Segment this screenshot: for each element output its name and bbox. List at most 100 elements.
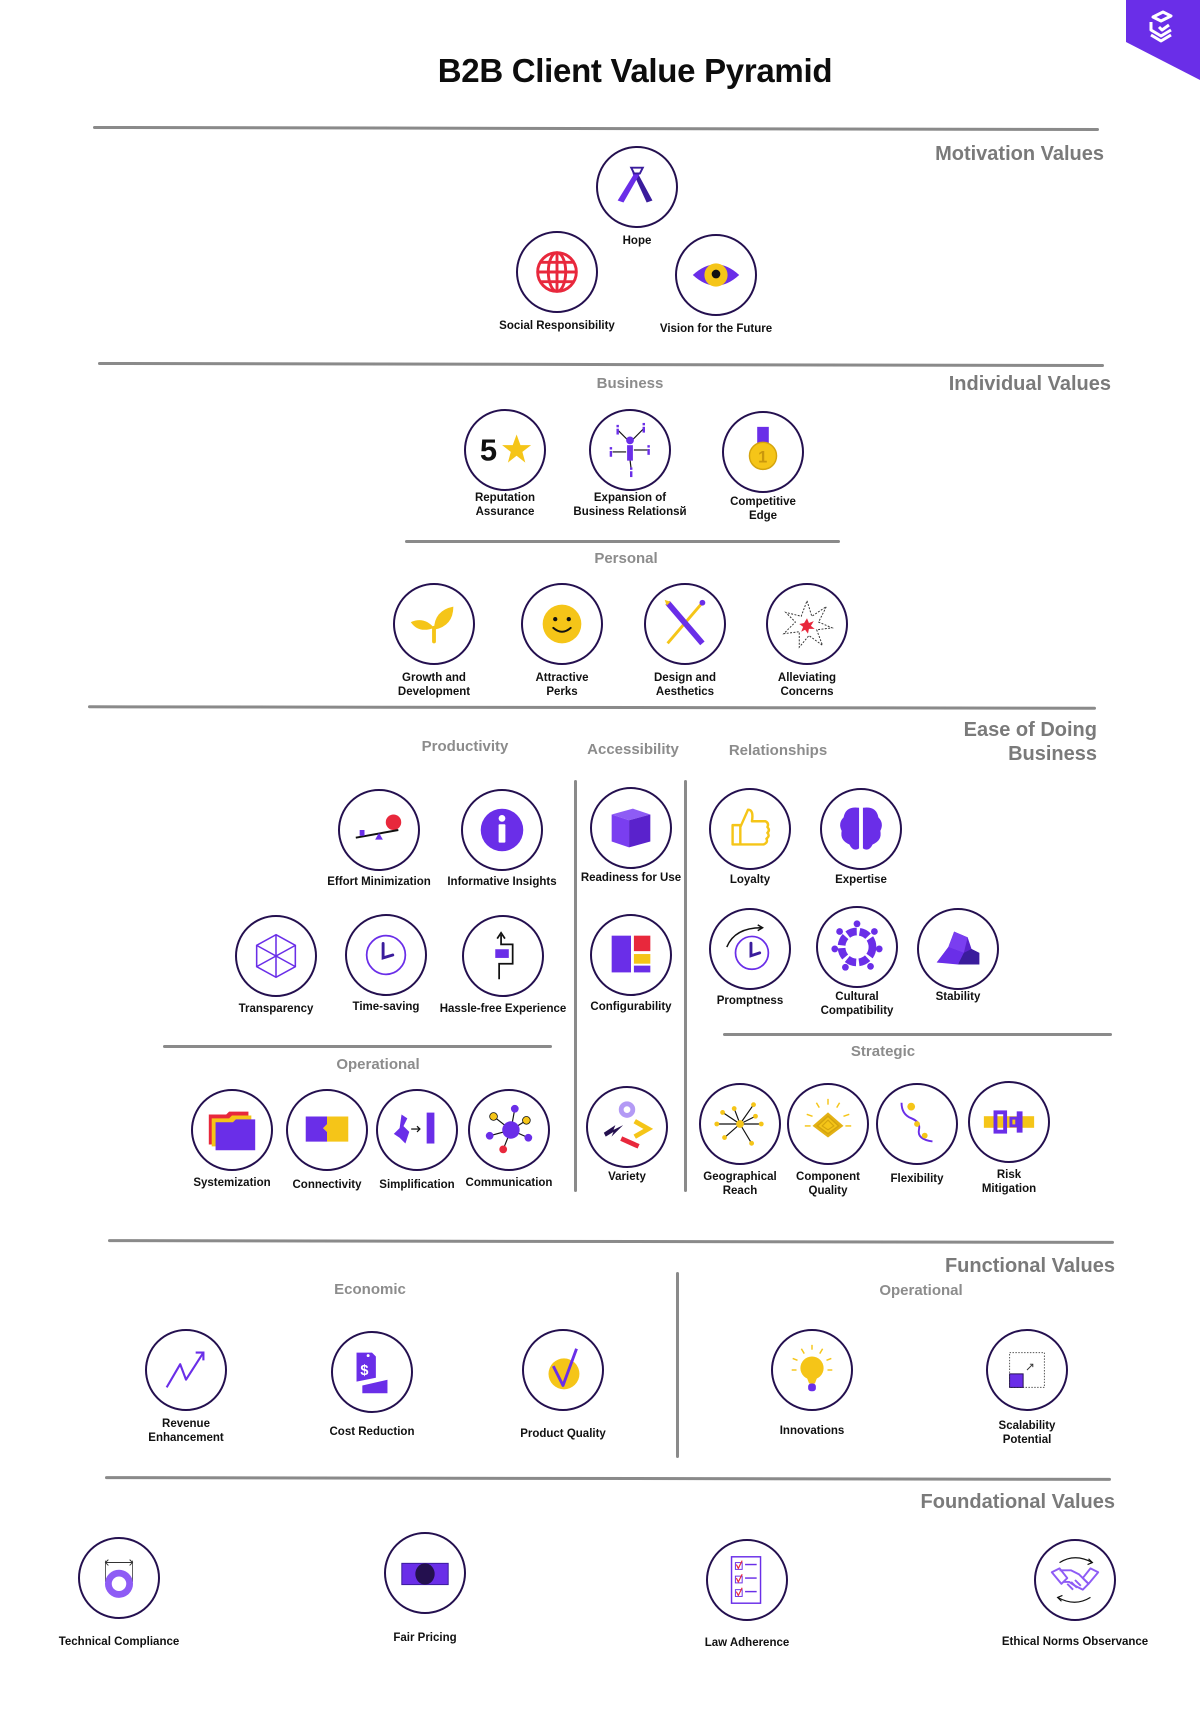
value-label: Time-saving — [352, 1001, 420, 1013]
clock-arrow-icon — [726, 924, 770, 971]
icon-circle — [286, 1089, 368, 1171]
ribbon-icon — [617, 166, 653, 203]
icon-circle — [521, 583, 603, 665]
icon-circle — [589, 409, 671, 491]
radial-points-icon — [714, 1102, 764, 1146]
icon-circle — [820, 788, 902, 870]
value-label: Expertise — [835, 874, 887, 886]
value-label: Competitive Edge — [730, 496, 796, 522]
wavy-line-icon — [900, 1102, 933, 1143]
box-icon — [611, 808, 651, 848]
section-title-ease: Ease of Doing Business — [963, 719, 1097, 765]
divider-individual — [97, 361, 1105, 368]
value-label: Effort Minimization — [327, 876, 431, 888]
value-label: Attractive Perks — [535, 672, 589, 698]
icon-circle — [709, 908, 791, 990]
burst-icon — [782, 599, 834, 649]
value-label: Growth and Development — [397, 672, 471, 698]
sprout-icon — [410, 606, 454, 644]
icon-circle — [462, 915, 544, 997]
value-label: Hope — [622, 235, 652, 247]
icon-circle — [145, 1329, 227, 1411]
page-title: B2B Client Value Pyramid — [437, 52, 833, 89]
value-label: Loyalty — [729, 874, 771, 886]
icon-circle — [986, 1329, 1068, 1411]
five-star-icon: 5 — [480, 433, 532, 468]
value-label: Variety — [608, 1171, 646, 1183]
value-label: Hassle-free Experience — [439, 1003, 567, 1015]
icon-circle — [968, 1081, 1050, 1163]
layout-blocks-icon — [611, 935, 651, 973]
icon-circle — [1034, 1539, 1116, 1621]
value-label: Design and Aesthetics — [654, 672, 716, 698]
icon-circle: $ — [331, 1331, 413, 1413]
section-title-motivation: Motivation Values — [935, 143, 1104, 165]
icon-circle — [766, 583, 848, 665]
value-label: Product Quality — [520, 1428, 606, 1440]
divider-ease — [87, 705, 1097, 710]
icon-circle — [516, 231, 598, 313]
icon-circle — [675, 234, 757, 316]
subsection-title-personal: Personal — [594, 550, 658, 567]
value-label: Risk Mitigation — [981, 1169, 1037, 1195]
wireframe-cube-icon — [255, 933, 297, 979]
icon-circle — [917, 908, 999, 990]
divider-strategic — [723, 1033, 1112, 1036]
value-label: Simplification — [379, 1179, 455, 1191]
icon-circle — [590, 787, 672, 869]
value-label: Technical Compliance — [58, 1636, 180, 1648]
subsection-title-productivity: Productivity — [421, 738, 509, 755]
puzzle-blocks-icon — [305, 1116, 349, 1142]
value-label: Communication — [465, 1177, 553, 1189]
value-label: Cost Reduction — [329, 1426, 415, 1438]
rock-icon — [936, 931, 980, 965]
value-label: Reputation Assurance — [474, 492, 536, 518]
scale-box-icon — [1009, 1352, 1045, 1388]
checklist-icon — [730, 1556, 762, 1604]
value-label: Component Quality — [796, 1171, 860, 1197]
icon-circle — [876, 1083, 958, 1165]
subsection-title-business: Business — [596, 375, 664, 392]
trend-up-icon — [165, 1351, 205, 1388]
icon-circle — [644, 583, 726, 665]
icon-circle — [345, 914, 427, 996]
simplify-arrow-icon — [393, 1112, 435, 1144]
icon-circle — [596, 146, 678, 228]
lightbulb-icon — [791, 1344, 833, 1392]
icon-circle — [706, 1539, 788, 1621]
divider-productivity-accessibility — [574, 780, 577, 1192]
globe-icon — [536, 251, 578, 293]
icon-circle — [235, 915, 317, 997]
medal-icon: 1 — [748, 426, 778, 471]
ring-measure-icon — [104, 1559, 134, 1598]
seesaw-icon — [355, 814, 402, 840]
price-tag-icon: $ — [356, 1352, 388, 1394]
icon-circle — [590, 914, 672, 996]
divider-accessibility-relationships — [684, 780, 687, 1192]
divider-operational — [163, 1045, 552, 1048]
value-label: Stability — [935, 991, 981, 1003]
icon-circle — [461, 789, 543, 871]
divider-business-personal — [405, 540, 840, 543]
subsection-title-functional-operational: Operational — [879, 1282, 963, 1299]
icon-circle — [586, 1086, 668, 1168]
value-label: Connectivity — [292, 1179, 362, 1191]
subsection-title-operational: Operational — [336, 1056, 420, 1073]
icon-circle — [468, 1089, 550, 1171]
check-badge-icon — [548, 1348, 580, 1390]
icon-circle — [393, 583, 475, 665]
value-label: Readiness for Use — [580, 872, 682, 884]
value-label: Scalability Potential — [998, 1420, 1056, 1446]
svg-text:5: 5 — [480, 433, 497, 468]
thumbs-up-icon — [731, 808, 771, 846]
pencil-brush-icon — [664, 599, 706, 646]
handshake-icon — [1050, 1557, 1100, 1603]
icon-circle — [338, 789, 420, 871]
divider-motivation — [92, 125, 1100, 132]
clock-icon — [365, 934, 407, 976]
section-title-foundational: Foundational Values — [920, 1491, 1115, 1513]
layered-check-logo-icon — [1126, 0, 1200, 80]
brain-icon — [840, 807, 882, 850]
value-label: Systemization — [193, 1177, 271, 1189]
icon-circle — [78, 1537, 160, 1619]
